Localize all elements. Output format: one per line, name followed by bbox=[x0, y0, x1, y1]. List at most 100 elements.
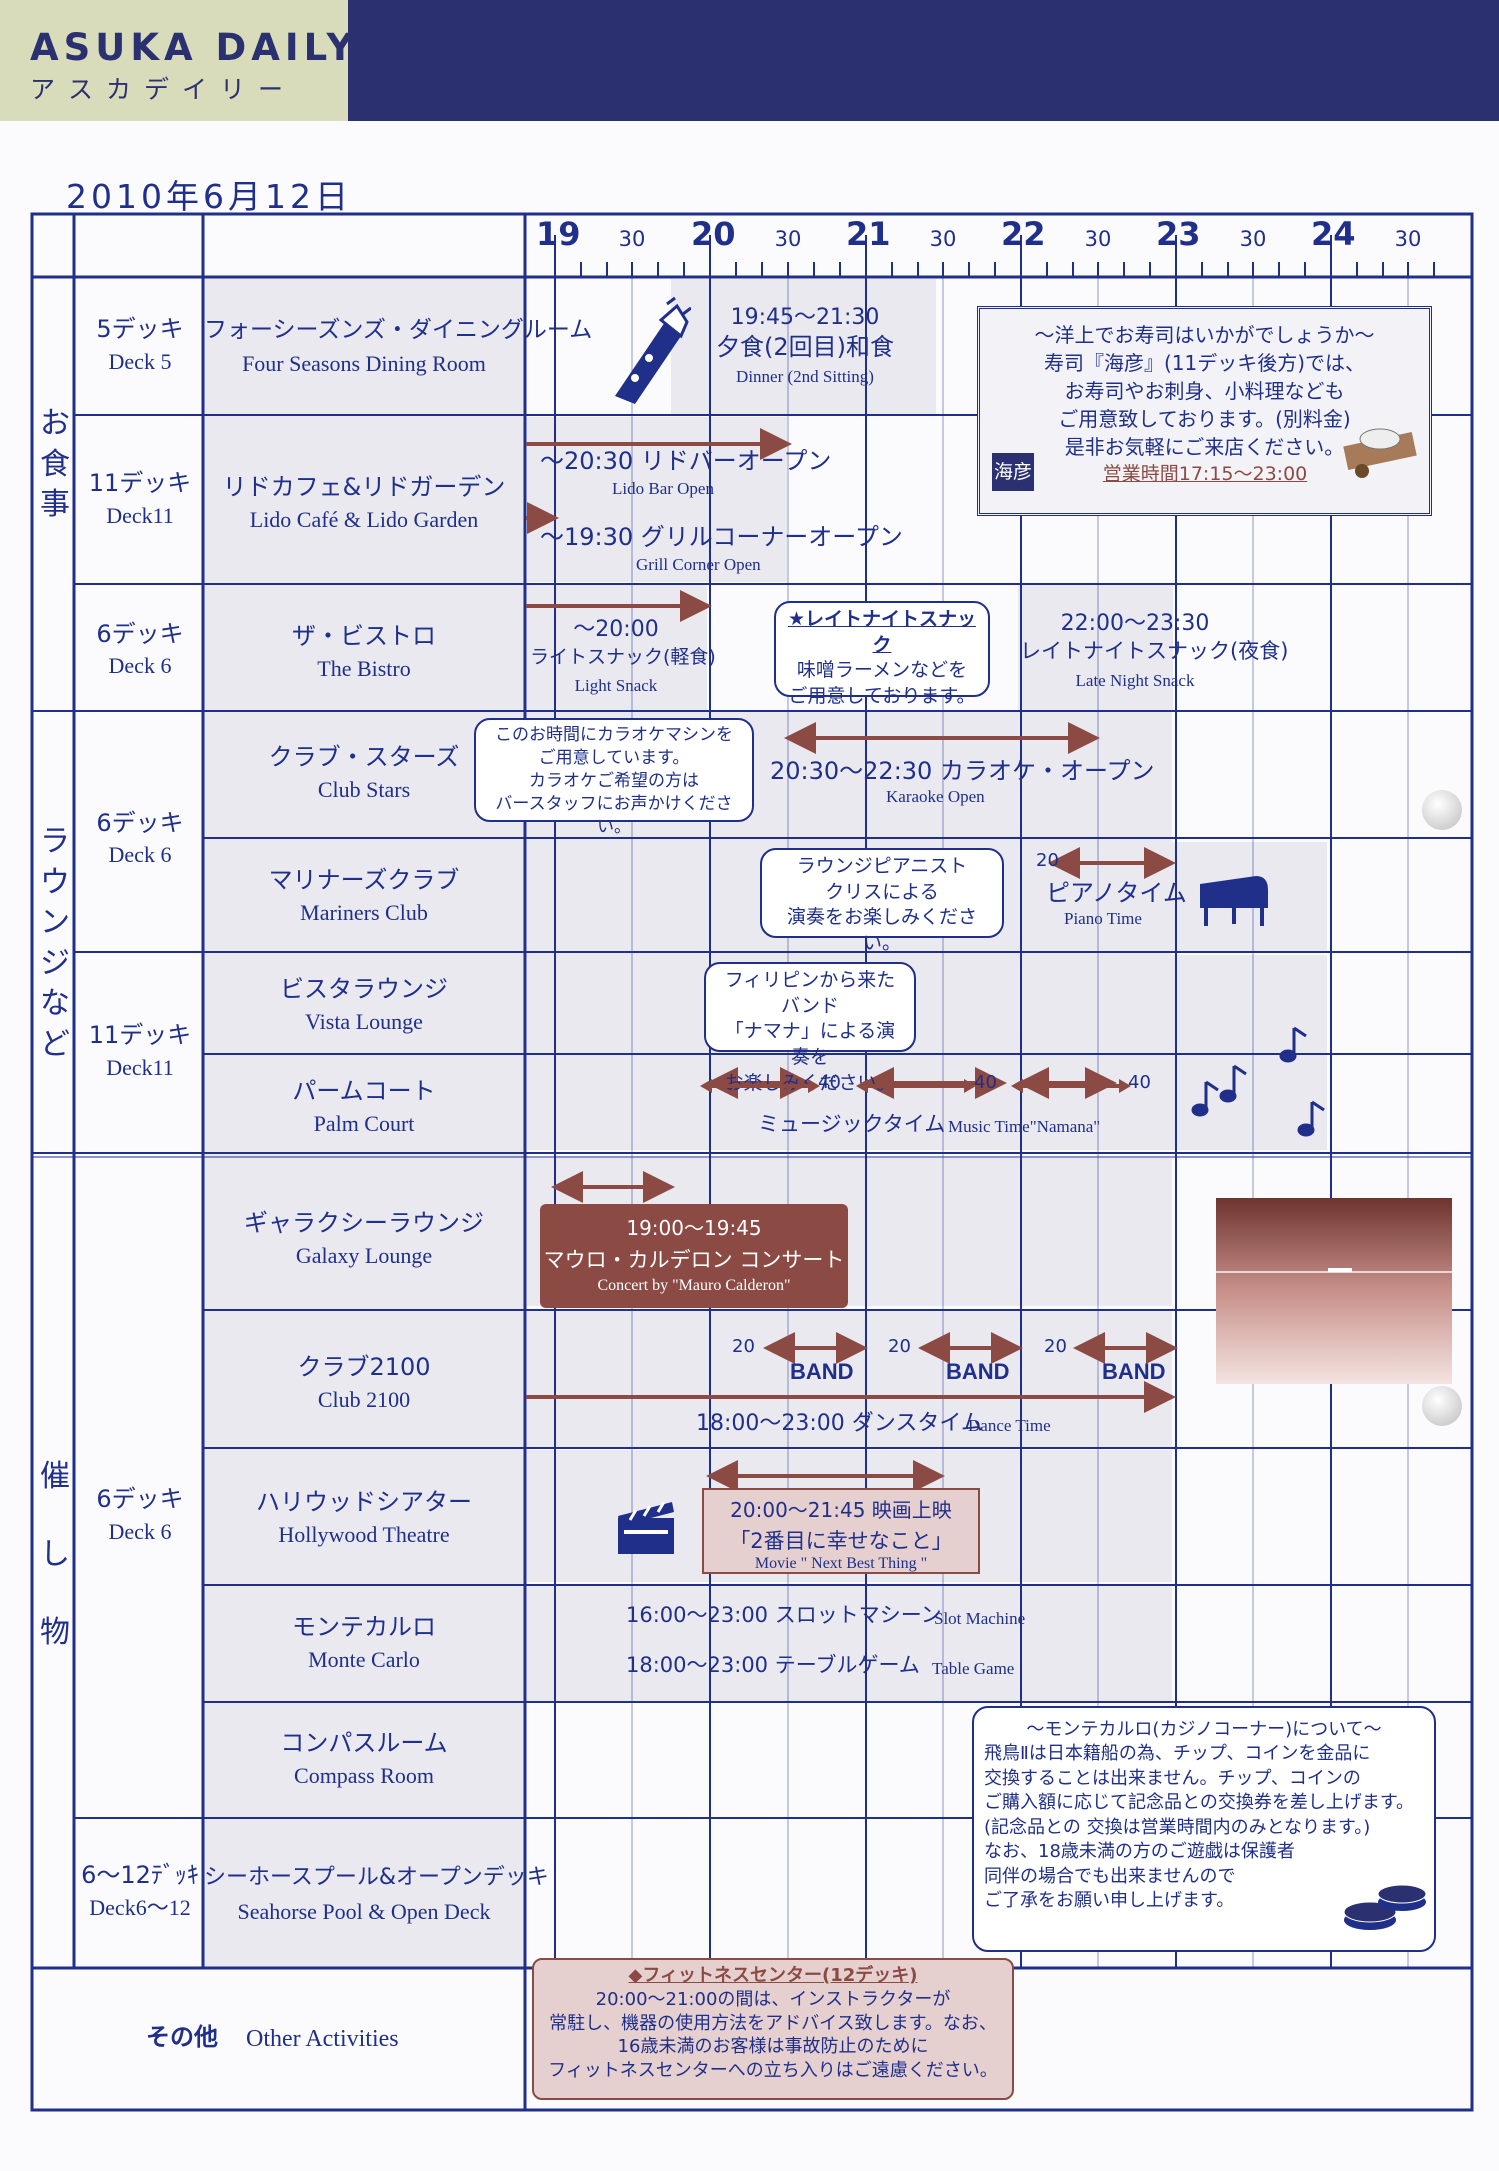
band-gap: 20 bbox=[1044, 1336, 1067, 1357]
half-hour-23: 30 bbox=[1239, 227, 1267, 251]
casino-notice-line: (記念品との 交換は営業時間内のみとなります。) bbox=[984, 1816, 1371, 1838]
lido-bar-label: 〜20:30 リドバーオープン bbox=[540, 447, 832, 475]
deck-label: 6〜12ﾃﾞｯｷ bbox=[81, 1861, 199, 1889]
deck-label: 6デッキ bbox=[96, 809, 184, 837]
late-snack-note: 味噌ラーメンなどを bbox=[796, 659, 968, 682]
half-hour-21: 30 bbox=[929, 227, 957, 251]
late-snack-label-en: Late Night Snack bbox=[1075, 671, 1195, 690]
band-note: 「ナマナ」による演奏を bbox=[724, 1020, 896, 1068]
dance-label-en: Dance Time bbox=[968, 1416, 1051, 1435]
dinner-label: 夕食(2回目)和食 bbox=[716, 333, 894, 361]
karaoke-note: このお時間にカラオケマシンを bbox=[495, 725, 733, 745]
deck-label: 5デッキ bbox=[96, 315, 184, 343]
lido-bar-label-en: Lido Bar Open bbox=[612, 479, 714, 498]
piano-label: ピアノタイム bbox=[1046, 879, 1187, 907]
piano-duration: 20 bbox=[1036, 850, 1059, 871]
late-snack-note: ご用意しております。 bbox=[788, 684, 976, 707]
casino-notice-line: ご購入額に応じて記念品との交換券を差し上げます。 bbox=[984, 1792, 1415, 1814]
section-lounge: ラウンジなど bbox=[40, 824, 70, 1062]
page-date: 2010年6月12日 bbox=[66, 177, 352, 216]
hour-20: 20 bbox=[691, 215, 736, 253]
piano-bubble: ラウンジピアニスト クリスによる 演奏をお楽しみください。 bbox=[760, 848, 1004, 954]
sunset-photo bbox=[1216, 1198, 1452, 1384]
casino-notice-line: なお、18歳未満の方のご遊戯は保護者 bbox=[984, 1841, 1295, 1863]
venue-monte-carlo-en: Monte Carlo bbox=[308, 1647, 420, 1672]
fitness-line: 常駐し、機器の使用方法をアドバイス致します。なお、 bbox=[549, 2012, 997, 2034]
venue-mariners: マリナーズクラブ bbox=[268, 866, 460, 894]
band-gap: 20 bbox=[732, 1336, 755, 1357]
venue-seahorse: シーホースプール&オープンデッキ bbox=[204, 1865, 549, 1890]
music-duration: 40 bbox=[1128, 1072, 1151, 1093]
venue-hollywood: ハリウッドシアター bbox=[256, 1488, 472, 1516]
venue-palm-court: パームコート bbox=[292, 1077, 436, 1105]
hour-24: 24 bbox=[1311, 215, 1356, 253]
table-game-label: 18:00〜23:00 テーブルゲーム bbox=[626, 1653, 920, 1677]
casino-notice-line: ご了承をお願い申し上げます。 bbox=[984, 1890, 1235, 1912]
half-hour-20: 30 bbox=[774, 227, 802, 251]
venue-club-stars-en: Club Stars bbox=[317, 777, 411, 802]
fitness-title: ◆フィットネスセンター(12デッキ) bbox=[628, 1965, 918, 1986]
venue-lido: リドカフェ&リドガーデン bbox=[222, 473, 506, 501]
venue-vista-en: Vista Lounge bbox=[305, 1009, 423, 1034]
galaxy-label: マウロ・カルデロン コンサート bbox=[543, 1248, 845, 1272]
venue-bistro-en: The Bistro bbox=[317, 656, 411, 681]
venue-compass: コンパスルーム bbox=[280, 1729, 448, 1757]
brand-kana: アスカデイリー bbox=[30, 75, 297, 104]
music-notes-icon bbox=[1191, 1026, 1325, 1137]
karaoke-label: 20:30〜22:30 カラオケ・オープン bbox=[770, 757, 1155, 785]
dance-label: 18:00〜23:00 ダンスタイム bbox=[696, 1411, 983, 1436]
deck-label: 11デッキ bbox=[88, 469, 192, 497]
deck-label-en: Deck 5 bbox=[108, 349, 172, 374]
section-dining: お食事 bbox=[40, 406, 70, 522]
venue-lido-en: Lido Café & Lido Garden bbox=[249, 507, 479, 532]
deck-label-en: Deck6〜12 bbox=[89, 1895, 191, 1920]
light-snack-time: 〜20:00 bbox=[573, 617, 659, 642]
music-time-arrows bbox=[700, 1079, 1131, 1093]
deck-label-en: Deck 6 bbox=[108, 1519, 172, 1544]
section-events: 催し物 bbox=[40, 1459, 70, 1650]
deck-label-en: Deck 6 bbox=[108, 842, 172, 867]
late-snack-note: ★レイトナイトスナック bbox=[787, 608, 977, 656]
casino-notice: 〜モンテカルロ(カジノコーナー)について〜 飛鳥Ⅱは日本籍船の為、チップ、コイン… bbox=[972, 1706, 1436, 1952]
galaxy-label-en: Concert by "Mauro Calderon" bbox=[597, 1277, 791, 1294]
deck-label-en: Deck11 bbox=[106, 503, 174, 528]
casino-chips-icon bbox=[1343, 1884, 1427, 1930]
brand-title: ASUKA DAILY bbox=[30, 26, 359, 69]
sushi-text: ご用意致しております。(別料金) bbox=[1058, 407, 1351, 431]
hour-22: 22 bbox=[1001, 215, 1046, 253]
grill-label-en: Grill Corner Open bbox=[636, 555, 761, 574]
deck-label-en: Deck11 bbox=[106, 1055, 174, 1080]
header-band-right bbox=[348, 0, 1499, 121]
venue-compass-en: Compass Room bbox=[294, 1763, 434, 1788]
movie-title: 「2番目に幸せなこと」 bbox=[729, 1529, 953, 1553]
sushi-plate-icon bbox=[1343, 428, 1417, 478]
sushi-info-box: 〜洋上でお寿司はいかがでしょうか〜 寿司『海彦』(11デッキ後方)では、 お寿司… bbox=[977, 306, 1432, 516]
music-time-label: ミュージックタイム bbox=[758, 1112, 946, 1136]
slot-machine-label-en: Slot Machine bbox=[934, 1609, 1026, 1628]
sushi-icon bbox=[615, 296, 691, 404]
hour-21: 21 bbox=[846, 215, 891, 253]
venue-galaxy-en: Galaxy Lounge bbox=[295, 1243, 433, 1268]
venue-four-seasons-en: Four Seasons Dining Room bbox=[242, 351, 486, 376]
venue-club-2100: クラブ2100 bbox=[297, 1353, 431, 1381]
late-snack-bubble: ★レイトナイトスナック 味噌ラーメンなどを ご用意しております。 bbox=[774, 601, 990, 707]
hour-19: 19 bbox=[536, 215, 581, 253]
venue-club-stars: クラブ・スターズ bbox=[268, 743, 460, 771]
half-hour-19: 30 bbox=[618, 227, 646, 251]
karaoke-note: ご用意しています。 bbox=[538, 747, 690, 768]
fitness-line: 16歳未満のお客様は事故防止のために bbox=[617, 2036, 929, 2058]
band-note: フィリピンから来たバンド bbox=[724, 969, 896, 1017]
deck-label: 6デッキ bbox=[96, 620, 184, 648]
sushi-text: 是非お気軽にご来店ください。 bbox=[1064, 435, 1345, 459]
band-label: BAND bbox=[1102, 1359, 1166, 1384]
venue-palm-court-en: Palm Court bbox=[313, 1111, 415, 1136]
venue-mariners-en: Mariners Club bbox=[300, 900, 428, 925]
karaoke-label-en: Karaoke Open bbox=[886, 787, 985, 806]
venue-four-seasons: フォーシーズンズ・ダイニングルーム bbox=[204, 317, 593, 343]
table-game-label-en: Table Game bbox=[932, 1659, 1015, 1678]
fitness-line: フィットネスセンターへの立ち入りはご遠慮ください。 bbox=[548, 2060, 998, 2081]
casino-notice-line: 飛鳥Ⅱは日本籍船の為、チップ、コインを金品に bbox=[984, 1743, 1371, 1765]
venue-seahorse-en: Seahorse Pool & Open Deck bbox=[237, 1899, 491, 1924]
piano-note: クリスによる bbox=[825, 880, 939, 903]
piano-label-en: Piano Time bbox=[1064, 909, 1142, 928]
